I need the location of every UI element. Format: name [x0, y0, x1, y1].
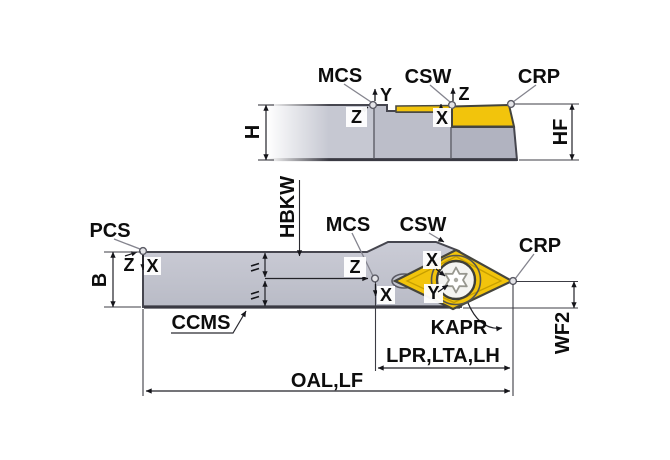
y-csw-halo — [424, 284, 443, 303]
label-hf: HF — [550, 119, 572, 146]
label-kapr: KAPR — [431, 317, 488, 339]
label-mcs-bottom: MCS — [326, 214, 370, 236]
x-origin-halo — [433, 108, 451, 127]
equal-mark-upper-icon — [250, 262, 260, 272]
pcs-leader — [113, 238, 141, 250]
csw-point-icon — [447, 100, 457, 110]
equal-mark-lower-icon — [250, 290, 260, 300]
label-csw-top: CSW — [405, 66, 452, 88]
label-crp-bottom: CRP — [519, 235, 561, 257]
label-ccms: CCMS — [172, 312, 231, 334]
label-h: H — [242, 125, 264, 139]
csw-y-arrow-icon — [437, 284, 449, 293]
bottom-view: PCS Z X B HBKW MCS Z X CSW X — [89, 176, 578, 396]
csw-x-arrow-icon — [435, 268, 446, 277]
label-z-axis: Z — [459, 84, 470, 104]
label-x-pcs: X — [146, 256, 158, 276]
mcs-point-icon — [368, 100, 378, 110]
label-x-csw: X — [426, 250, 438, 270]
label-x-mcs: X — [380, 285, 392, 305]
label-x-origin: X — [436, 108, 448, 128]
label-z-pcs: Z — [124, 255, 135, 275]
mcs-top-leader — [343, 83, 372, 103]
label-mcs-top: MCS — [318, 65, 362, 87]
label-wf2: WF2 — [552, 312, 574, 354]
crp-bottom-leader — [514, 253, 535, 280]
label-z-mcs: Z — [350, 257, 361, 277]
label-hbkw: HBKW — [277, 176, 299, 238]
label-lpr: LPR,LTA,LH — [386, 345, 500, 367]
label-y-csw: Y — [427, 283, 439, 303]
label-oal: OAL,LF — [291, 370, 363, 392]
label-z-origin: Z — [351, 107, 362, 127]
mcs-bottom-leader — [351, 232, 374, 277]
kapr-angle-arc — [467, 302, 503, 332]
x-mcs-halo — [377, 286, 395, 304]
z-mcs-halo — [344, 257, 366, 277]
csw-top-leader — [429, 84, 451, 103]
label-b: B — [89, 273, 111, 287]
label-csw-bottom: CSW — [400, 214, 447, 236]
x-csw-halo — [423, 251, 441, 269]
x-pcs-halo — [144, 257, 161, 275]
label-pcs: PCS — [89, 220, 130, 242]
ccms-leader — [171, 310, 247, 334]
insert-side-block — [451, 103, 516, 128]
pcs-z-arrow-icon — [124, 251, 138, 257]
top-view-break-fade — [267, 101, 329, 164]
crp-top-leader — [512, 84, 537, 103]
label-crp-top: CRP — [518, 66, 560, 88]
top-view: H HF MCS CSW CRP Y Z Z X — [242, 65, 579, 164]
label-y-axis: Y — [380, 85, 392, 105]
pcs-point-icon — [138, 246, 148, 256]
crp-point-bottom-icon — [508, 276, 518, 286]
csw-bottom-leader — [428, 232, 445, 243]
top-view-head-zone — [452, 127, 517, 160]
crp-point-icon — [506, 99, 516, 109]
mcs-point-bottom-icon — [370, 274, 380, 283]
z-origin-halo — [346, 107, 367, 127]
